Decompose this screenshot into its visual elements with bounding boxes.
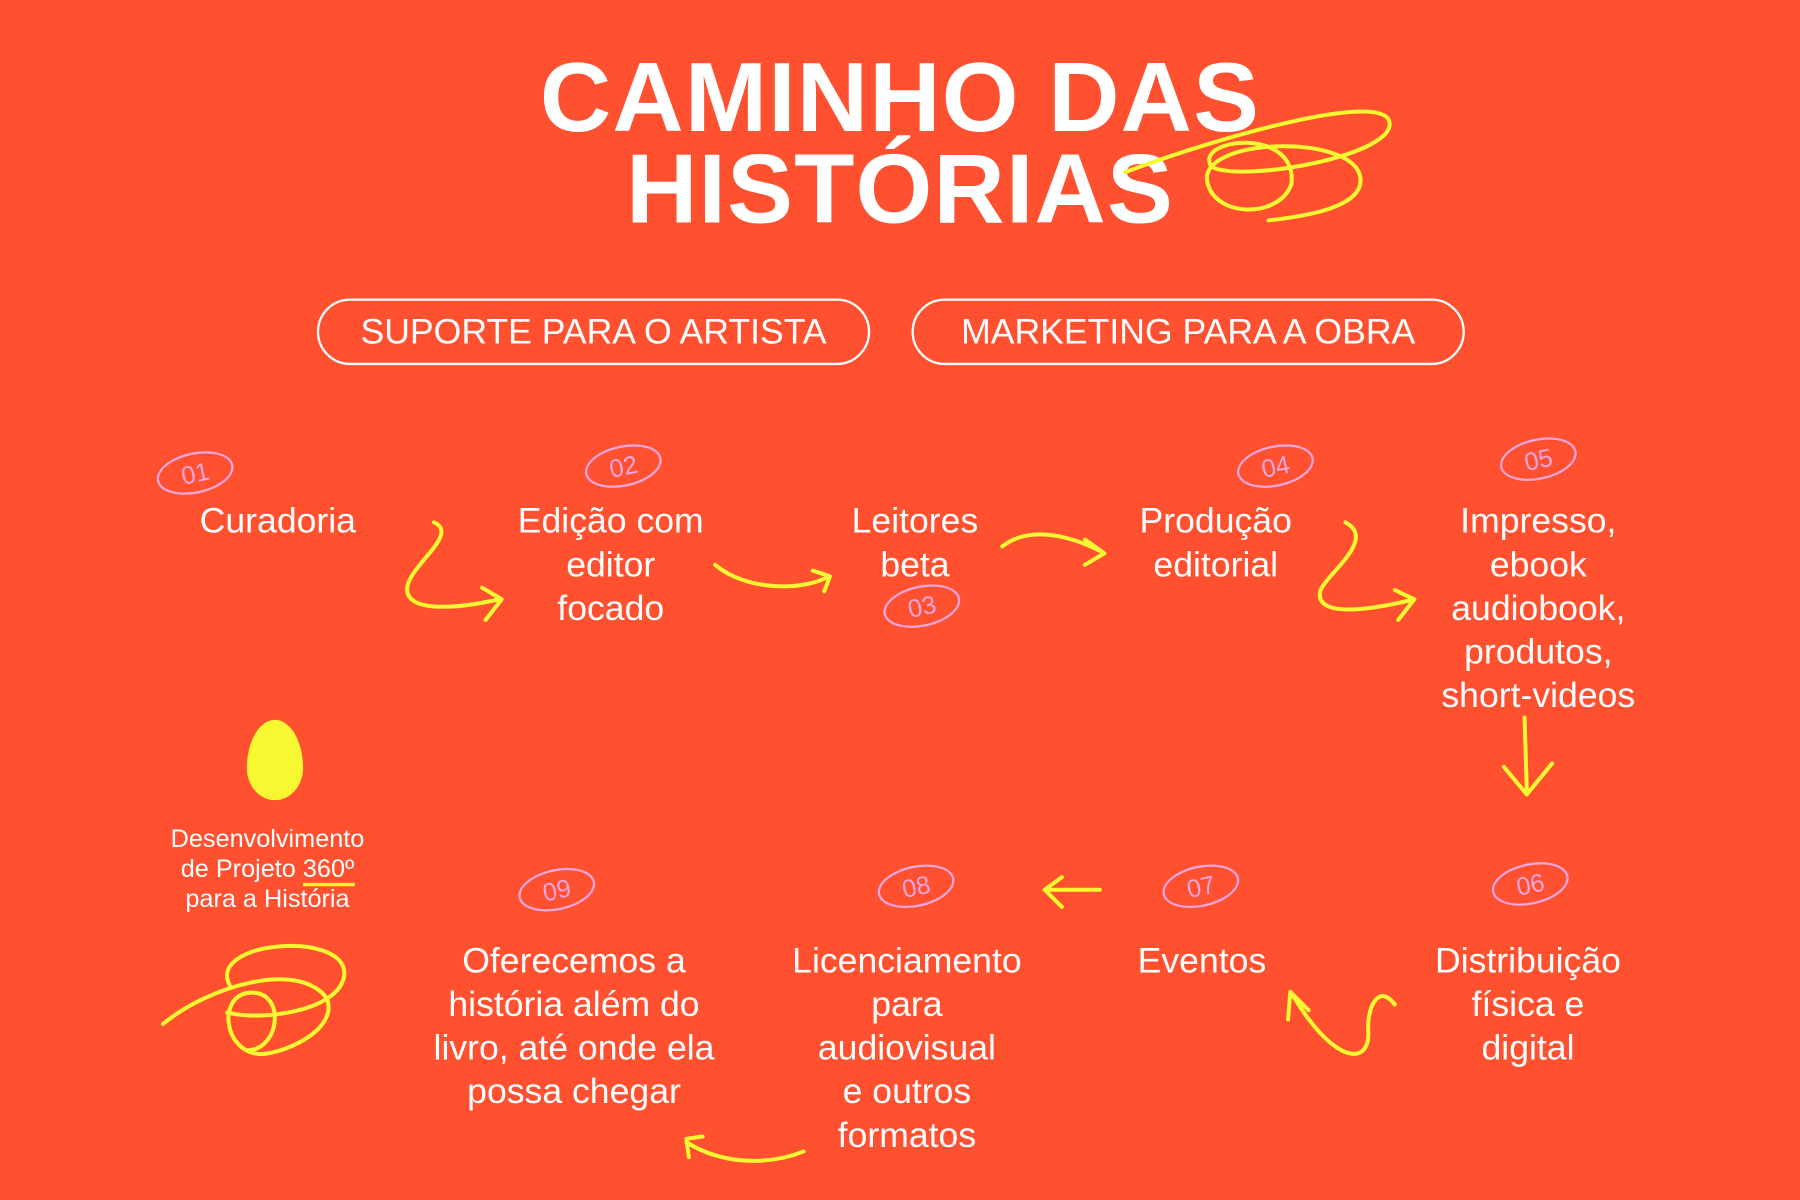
step-label: para xyxy=(871,983,943,1025)
arrow-02-03 xyxy=(713,562,833,594)
step-label: Licenciamento xyxy=(792,940,1022,981)
pill-artist-support: SUPORTE PARA O ARTISTA xyxy=(316,298,871,366)
step-label: editorial xyxy=(1153,544,1279,585)
step-label: produtos, xyxy=(1464,631,1613,672)
step-label: Edição com xyxy=(517,500,704,541)
pill-marketing: MARKETING PARA A OBRA xyxy=(911,298,1465,366)
step-label: possa chegar xyxy=(467,1071,681,1112)
arrow-06-07 xyxy=(1286,989,1397,1056)
step-label: short-videos xyxy=(1441,675,1636,716)
step-label: focado xyxy=(557,587,665,628)
step-label: Leitores xyxy=(851,500,979,541)
step-label: Distribuição xyxy=(1435,940,1621,981)
arrow-03-04 xyxy=(1000,532,1107,567)
step-label: beta xyxy=(880,544,950,585)
step-label: Produção xyxy=(1139,500,1292,541)
caption-text: de Projeto xyxy=(180,854,303,883)
step-edicao: Edição com editor focado xyxy=(439,499,783,630)
step-label: Curadoria xyxy=(199,500,356,541)
step-curadoria: Curadoria xyxy=(106,499,450,543)
caption-line: de Projeto 360º xyxy=(95,854,439,887)
title-scribble xyxy=(1123,109,1392,223)
title-line-2: HISTÓRIAS xyxy=(626,134,1174,245)
arrow-04-05 xyxy=(1318,520,1417,622)
step-alem-do-livro: Oferecemos a história além do livro, até… xyxy=(390,939,757,1113)
step-distribuicao: Distribuição física e digital xyxy=(1356,939,1700,1070)
step-label: ebook xyxy=(1489,544,1587,585)
arrow-01-02 xyxy=(405,520,504,622)
title-line-1: CAMINHO DAS xyxy=(539,42,1261,153)
caption-line: Desenvolvimento xyxy=(170,824,365,853)
step-eventos: Eventos xyxy=(1030,939,1374,983)
caption-line: para a História xyxy=(185,883,350,913)
step-licenciamento: Licenciamento para audiovisual e outros … xyxy=(735,939,1079,1157)
step-label: digital xyxy=(1481,1027,1575,1068)
step-label: Oferecemos a xyxy=(462,940,686,981)
arrow-07-08 xyxy=(1042,875,1102,909)
step-label: história além do xyxy=(448,983,700,1025)
step-label: audiobook, xyxy=(1451,587,1626,628)
step-formatos: Impresso, ebook audiobook, produtos, sho… xyxy=(1366,499,1710,717)
step-label: e outros xyxy=(842,1071,972,1112)
step-label: livro, até onde ela xyxy=(433,1027,715,1068)
step-label: Impresso, xyxy=(1460,500,1617,541)
step-label: editor xyxy=(566,544,656,585)
step-label: formatos xyxy=(837,1114,977,1155)
highlight-360: 360º xyxy=(302,854,355,887)
development-caption: Desenvolvimento de Projeto 360º para a H… xyxy=(95,824,439,914)
step-label: física e xyxy=(1471,983,1585,1025)
side-scribble xyxy=(161,943,347,1056)
step-leitores-beta: Leitores beta xyxy=(743,499,1087,586)
step-label: audiovisual xyxy=(817,1027,996,1068)
arrow-05-06 xyxy=(1501,715,1555,797)
step-producao: Produção editorial xyxy=(1044,499,1388,586)
egg-icon xyxy=(246,719,304,801)
arrow-08-09 xyxy=(684,1134,806,1163)
step-label: Eventos xyxy=(1137,940,1267,981)
